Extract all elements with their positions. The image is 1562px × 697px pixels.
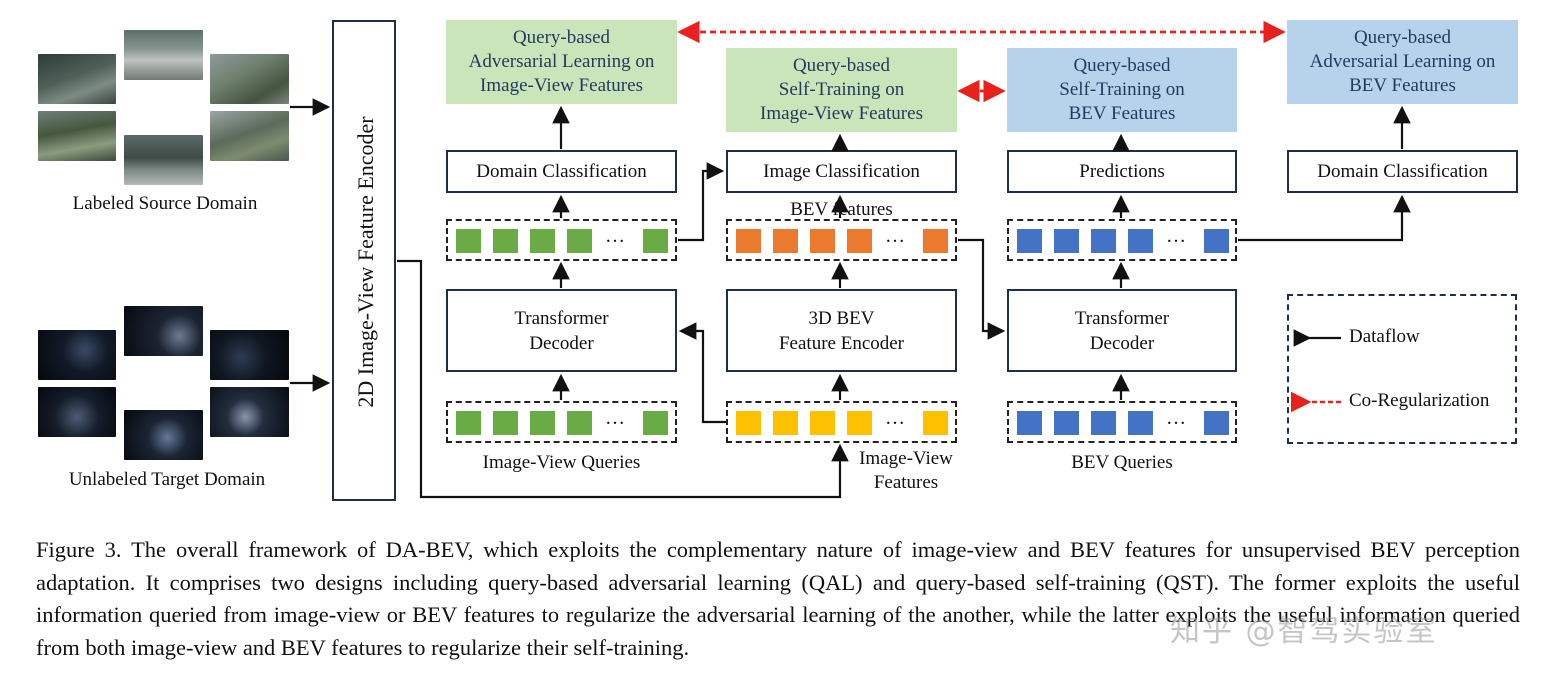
image-view-queries-label: Image-View Queries	[482, 452, 641, 473]
legend: Dataflow Co-Regularization	[1287, 294, 1517, 444]
ellipsis: …	[1166, 225, 1186, 247]
query-to-image-cls-arrow	[678, 162, 725, 242]
query-token	[810, 411, 835, 435]
query-token	[493, 229, 518, 253]
source-image-1	[38, 54, 116, 104]
query-token	[810, 229, 835, 253]
query-token	[1054, 411, 1079, 435]
qal-image-view-box: Query-based Adversarial Learning on Imag…	[446, 20, 677, 104]
target-domain-label: Unlabeled Target Domain	[68, 469, 266, 490]
image-view-queries-row: …	[446, 401, 677, 443]
image-view-feature-encoder: 2D Image-View Feature Encoder	[332, 20, 396, 501]
query-token	[1128, 411, 1153, 435]
query-token	[1091, 229, 1116, 253]
target-image-6	[210, 387, 289, 437]
source-image-3	[210, 54, 289, 104]
query-token	[923, 229, 948, 253]
query-token	[530, 229, 555, 253]
bev-to-right-decoder-arrow	[958, 238, 1006, 340]
legend-dataflow: Dataflow	[1349, 326, 1420, 347]
ellipsis: …	[605, 407, 625, 429]
image-view-query-features: …	[446, 219, 677, 261]
ellipsis: …	[885, 225, 905, 247]
query-token	[567, 411, 592, 435]
bev-feature-encoder: 3D BEV Feature Encoder	[726, 289, 957, 372]
bev-query-to-domain-cls-arrow	[1238, 194, 1411, 242]
transformer-decoder-right: Transformer Decoder	[1007, 289, 1237, 372]
features-to-left-decoder-arrow	[678, 322, 726, 424]
ellipsis: …	[1166, 407, 1186, 429]
figure-caption: Figure 3. The overall framework of DA-BE…	[36, 537, 1520, 660]
query-token	[1204, 411, 1229, 435]
domain-classification-right: Domain Classification	[1287, 150, 1518, 193]
query-token	[847, 411, 872, 435]
legend-coreg: Co-Regularization	[1349, 390, 1490, 411]
legend-arrows	[1290, 329, 1341, 413]
query-token	[773, 229, 798, 253]
encoder-to-features-arrow	[397, 259, 849, 499]
query-token	[1091, 411, 1116, 435]
query-token	[1128, 229, 1153, 253]
qst-image-view-box: Query-based Self-Training on Image-View …	[726, 48, 957, 132]
source-image-6	[210, 111, 289, 161]
source-image-2	[124, 30, 203, 80]
query-token	[643, 229, 668, 253]
query-token	[643, 411, 668, 435]
target-image-2	[124, 306, 203, 356]
query-token	[847, 229, 872, 253]
query-token	[1204, 229, 1229, 253]
query-token	[456, 411, 481, 435]
watermark: 知乎 @智驾实验室	[1170, 614, 1438, 649]
target-image-3	[210, 330, 289, 380]
dataflow-connections	[290, 20, 1411, 499]
query-token	[736, 411, 761, 435]
query-token	[736, 229, 761, 253]
image-classification: Image Classification	[726, 150, 957, 193]
query-token	[773, 411, 798, 435]
query-token	[1017, 229, 1042, 253]
query-token	[493, 411, 518, 435]
image-view-features-label: Image-View Features	[859, 448, 953, 493]
bev-query-features: …	[1007, 219, 1237, 261]
query-token	[567, 229, 592, 253]
source-domain-label: Labeled Source Domain	[72, 193, 258, 214]
query-token	[1054, 229, 1079, 253]
qst-bev-box: Query-based Self-Training on BEV Feature…	[1007, 48, 1237, 132]
bev-queries-row: …	[1007, 401, 1237, 443]
target-image-5	[124, 410, 203, 460]
query-token	[1017, 411, 1042, 435]
framework-diagram: Labeled Source Domain Unlabeled Target D…	[38, 20, 1518, 501]
query-token	[923, 411, 948, 435]
query-token	[530, 411, 555, 435]
ellipsis: …	[605, 225, 625, 247]
source-image-4	[38, 111, 116, 161]
image-view-features-row: …	[726, 401, 957, 443]
ellipsis: …	[885, 407, 905, 429]
bev-queries-label: BEV Queries	[1071, 452, 1173, 473]
bev-feature-row: …	[726, 219, 957, 261]
qal-bev-box: Query-based Adversarial Learning on BEV …	[1287, 20, 1518, 104]
domain-classification-left: Domain Classification	[446, 150, 677, 193]
source-image-5	[124, 135, 203, 185]
target-image-4	[38, 387, 116, 437]
predictions: Predictions	[1007, 150, 1237, 193]
query-token	[456, 229, 481, 253]
target-image-1	[38, 330, 116, 380]
transformer-decoder-left: Transformer Decoder	[446, 289, 677, 372]
